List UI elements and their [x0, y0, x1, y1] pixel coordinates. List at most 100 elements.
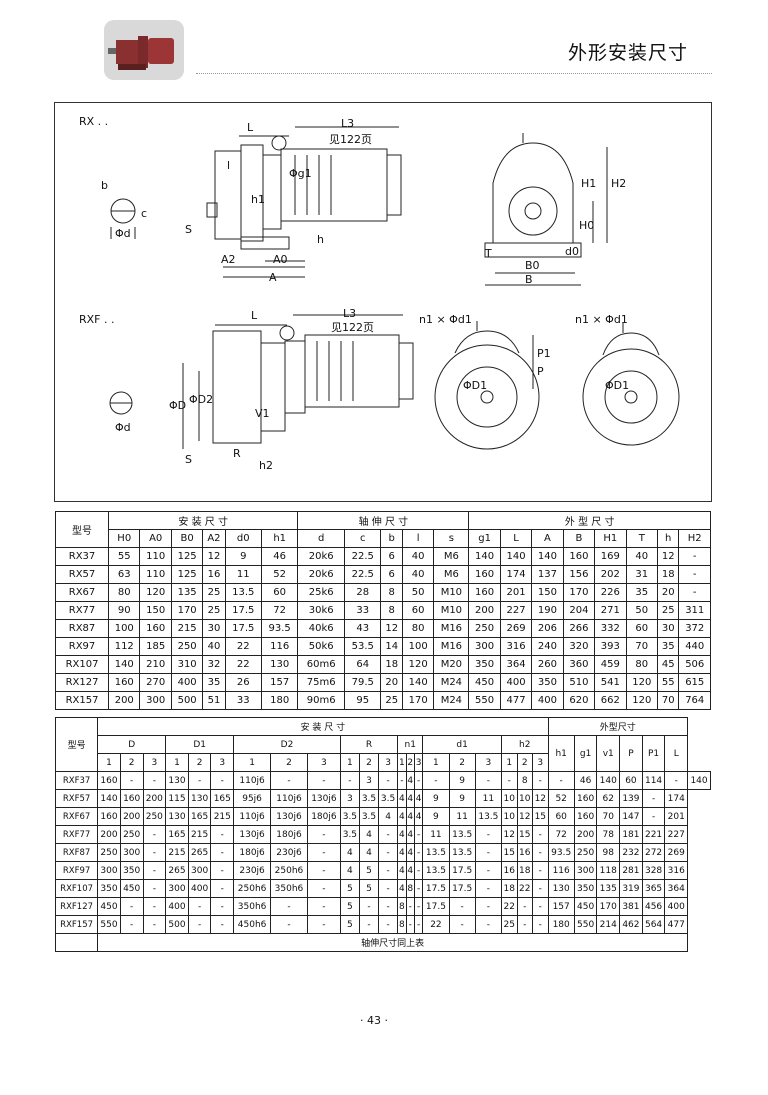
table-cell: 13.5 — [422, 843, 450, 862]
table-cell: - — [413, 879, 424, 898]
table-cell: 240 — [531, 637, 564, 656]
table-cell: 35 — [656, 637, 680, 656]
table-cell: 60 — [547, 807, 575, 826]
dim-L3: L3 — [341, 117, 355, 130]
rxf-index-cell: 1 — [501, 753, 518, 772]
rxf-index-cell: 3 — [306, 753, 341, 772]
table-cell: 6 — [380, 565, 403, 584]
table-cell: 95 — [344, 691, 382, 710]
table-cell: 372 — [678, 619, 711, 638]
rx-column-header: c — [344, 529, 382, 548]
table-cell: - — [532, 915, 549, 934]
table-cell: 70 — [596, 807, 621, 826]
table-cell: 3.5 — [358, 789, 380, 808]
table-cell: 115 — [165, 789, 189, 808]
table-cell: 13.5 — [448, 825, 476, 844]
table-cell: 16 — [501, 861, 518, 880]
model-cell: RXF87 — [54, 843, 99, 862]
table-cell: - — [413, 897, 424, 916]
rxf-outer-group-header: 外型尺寸 — [547, 717, 689, 736]
table-cell: 180j6 — [306, 807, 341, 826]
table-cell: 11 — [474, 789, 503, 808]
table-cell: 300 — [468, 637, 501, 656]
table-cell: 180j6 — [270, 825, 308, 844]
table-cell: 477 — [664, 915, 689, 934]
table-cell: 450 — [468, 673, 501, 692]
table-cell: 400 — [187, 879, 212, 898]
table-cell: 33 — [224, 691, 262, 710]
table-cell: 110j6 — [233, 807, 272, 826]
table-cell: - — [413, 825, 424, 844]
table-cell: - — [532, 897, 549, 916]
table-cell: 8 — [380, 601, 403, 620]
table-cell: 250 — [468, 619, 501, 638]
table-cell: 615 — [678, 673, 711, 692]
table-cell: 310 — [170, 655, 204, 674]
table-cell: 46 — [573, 771, 598, 790]
dim-h1: h1 — [251, 193, 265, 206]
table-cell: 5 — [358, 879, 380, 898]
rx-column-header: h — [656, 529, 680, 548]
table-cell: 80 — [401, 619, 435, 638]
table-cell: 6 — [380, 547, 403, 566]
table-cell: 174 — [499, 565, 533, 584]
table-cell: 3.5 — [358, 807, 380, 826]
table-cell: 230j6 — [233, 861, 272, 880]
dim-H2: H2 — [611, 177, 627, 190]
table-cell: 135 — [596, 879, 621, 898]
table-cell: M6 — [433, 565, 470, 584]
table-cell: 250 — [119, 825, 144, 844]
rxf-series-label: RXF . . — [79, 313, 115, 326]
table-cell: 215 — [187, 825, 212, 844]
table-cell: - — [474, 843, 503, 862]
table-cell: 70 — [656, 691, 680, 710]
table-cell: 140 — [687, 771, 711, 790]
table-cell: 130 — [260, 655, 299, 674]
table-cell: - — [210, 771, 235, 790]
dim-A: A — [269, 271, 277, 284]
table-cell: - — [448, 897, 476, 916]
table-cell: 22 — [224, 637, 262, 656]
table-cell: 170 — [596, 897, 621, 916]
table-cell: - — [358, 897, 380, 916]
rxf-index-cell: 1 — [422, 753, 450, 772]
table-cell: - — [405, 897, 415, 916]
table-cell: 125 — [170, 547, 204, 566]
dim-D: ΦD — [169, 399, 187, 412]
table-cell: 350 — [531, 673, 564, 692]
rx-column-header: d0 — [224, 529, 262, 548]
table-cell: - — [142, 843, 167, 862]
table-cell: 5 — [339, 897, 360, 916]
dim-S-rxf: S — [185, 453, 192, 466]
table-cell: 12 — [532, 789, 549, 808]
rxf-index-cell: 2 — [119, 753, 144, 772]
table-cell: 120 — [401, 655, 435, 674]
rxf-index-cell: 1 — [165, 753, 189, 772]
rx-column-header: B — [562, 529, 596, 548]
model-cell: RXF37 — [54, 771, 99, 790]
table-cell: 55 — [656, 673, 680, 692]
table-cell: 112 — [108, 637, 141, 656]
table-cell: 4 — [405, 843, 415, 862]
table-cell: 201 — [664, 807, 689, 826]
table-cell: 18 — [380, 655, 403, 674]
see-page-note: 见122页 — [329, 133, 372, 146]
table-cell: 227 — [499, 601, 533, 620]
table-cell: 11 — [224, 565, 262, 584]
table-cell: 328 — [641, 861, 666, 880]
rx-side-view — [206, 126, 402, 278]
rxf-subgroup-header: d1 — [422, 735, 502, 754]
table-cell: - — [678, 565, 711, 584]
table-cell: 160 — [573, 789, 598, 808]
table-cell: 16 — [202, 565, 226, 584]
table-cell: 35 — [202, 673, 226, 692]
table-cell: 350 — [119, 861, 144, 880]
table-cell: 269 — [664, 843, 689, 862]
model-cell: RXF67 — [54, 807, 99, 826]
table-cell: - — [413, 861, 424, 880]
table-cell: 20 — [380, 673, 403, 692]
dim-D2: ΦD2 — [189, 393, 214, 406]
